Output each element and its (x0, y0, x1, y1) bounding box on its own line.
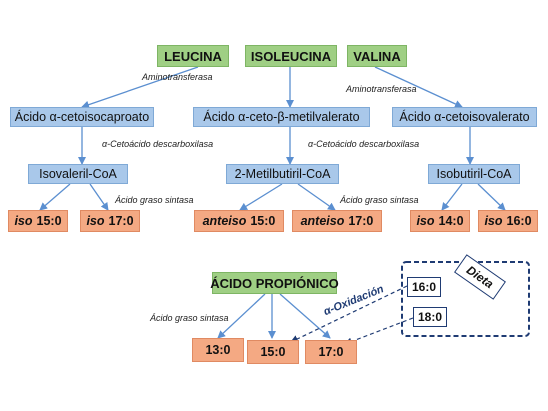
valina-box: VALINA (347, 45, 407, 67)
fatty-acid-anteiso-15: anteiso 15:0 (194, 210, 284, 232)
arrow-metilbutiril-anteiso17 (297, 183, 336, 211)
fatty-acid-value: 17:0 (348, 214, 374, 228)
acido-propionico-box: ÁCIDO PROPIÓNICO (210, 272, 339, 294)
enzyme-label-cetoacido-right: α-Cetoácido descarboxilasa (308, 139, 420, 149)
arrow-isovaleril-iso17 (89, 183, 109, 211)
fatty-acid-prefix: iso (86, 214, 105, 228)
diet-18-0-box: 18:0 (413, 307, 447, 327)
fatty-acid-value: 16:0 (506, 214, 532, 228)
arrow-metilbutiril-anteiso15 (239, 183, 283, 211)
isoleucina-box: ISOLEUCINA (245, 45, 337, 67)
fatty-acid-prefix: iso (14, 214, 33, 228)
arrow-propionic-13 (217, 293, 266, 339)
arrow-valina-cetoisovalerato (374, 66, 463, 108)
fatty-acid-prefix: iso (484, 214, 503, 228)
fatty-acid-prefix: iso (416, 214, 435, 228)
diet-16-0-box: 16:0 (407, 277, 441, 297)
arrow-isobutiril-iso14 (441, 183, 463, 211)
fatty-acid-iso-15: iso 15:0 (8, 210, 68, 232)
fatty-acid-iso-17: iso 17:0 (80, 210, 140, 232)
fatty-acid-value: 14:0 (438, 214, 464, 228)
product-13-0: 13:0 (192, 338, 244, 362)
cetoisovalerato-box: Ácido α-cetoisovalerato (392, 107, 537, 127)
arrow-diet18-to-17 (344, 317, 414, 346)
enzyme-label-aminotransferasa-left: Aminotransferasa (142, 72, 213, 82)
isobutiril-coa-box: Isobutiril-CoA (428, 164, 520, 184)
leucina-box: LEUCINA (157, 45, 229, 67)
product-15-0: 15:0 (247, 340, 299, 364)
fatty-acid-iso-16: iso 16:0 (478, 210, 538, 232)
fatty-acid-prefix: anteiso (202, 214, 247, 228)
fatty-acid-value: 15:0 (250, 214, 276, 228)
arrow-diet16-to-15 (290, 285, 408, 343)
arrow-isobutiril-iso16 (477, 183, 506, 211)
arrow-isovaleril-iso15 (39, 183, 71, 211)
product-17-0: 17:0 (305, 340, 357, 364)
cetoisocaproato-box: Ácido α-cetoisocaproato (10, 107, 154, 127)
fatty-acid-anteiso-17: anteiso 17:0 (292, 210, 382, 232)
enzyme-label-graso-top-left: Ácido graso sintasa (115, 195, 194, 205)
enzyme-label-graso-top-right: Ácido graso sintasa (340, 195, 419, 205)
fatty-acid-value: 15:0 (36, 214, 62, 228)
enzyme-label-graso-bottom: Ácido graso sintasa (150, 313, 229, 323)
enzyme-label-aminotransferasa-right: Aminotransferasa (346, 84, 417, 94)
fatty-acid-iso-14: iso 14:0 (410, 210, 470, 232)
metilbutiril-coa-box: 2-Metilbutiril-CoA (226, 164, 339, 184)
arrow-leucina-cetoisocaproato (81, 66, 199, 109)
fatty-acid-prefix: anteiso (300, 214, 345, 228)
cetometilvalerato-box: Ácido α-ceto-β-metilvalerato (193, 107, 370, 127)
isovaleril-coa-box: Isovaleril-CoA (28, 164, 128, 184)
fatty-acid-value: 17:0 (108, 214, 134, 228)
enzyme-label-cetoacido-left: α-Cetoácido descarboxilasa (102, 139, 214, 149)
arrow-propionic-17 (279, 293, 331, 339)
